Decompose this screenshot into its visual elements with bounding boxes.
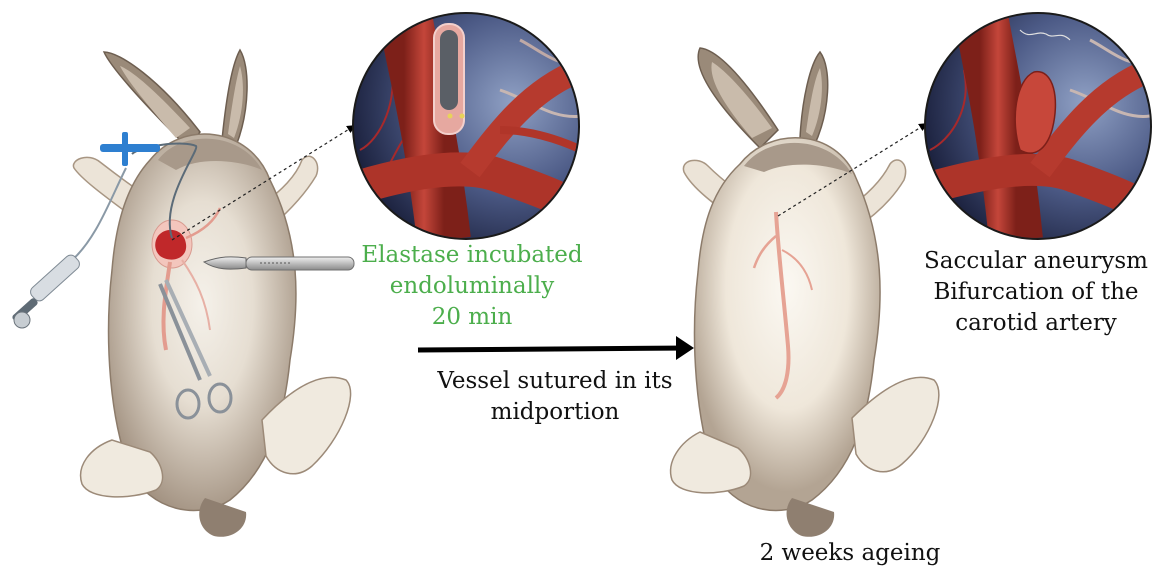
rabbit-illustration-aged <box>671 48 939 537</box>
aneurysm-line-3: carotid artery <box>918 308 1154 339</box>
progress-arrow <box>418 348 690 350</box>
suture-line-2: midportion <box>424 397 686 428</box>
magnified-artery-inset <box>350 10 590 242</box>
aneurysm-line-1: Saccular aneurysm <box>918 246 1154 277</box>
elastase-label: Elastase incubated endoluminally 20 min <box>360 240 584 333</box>
rabbit-illustration <box>73 50 350 537</box>
suture-line-1: Vessel sutured in its <box>424 366 686 397</box>
arrowhead <box>676 336 694 360</box>
aneurysm-label: Saccular aneurysm Bifurcation of the car… <box>918 246 1154 339</box>
elastase-line-3: 20 min <box>360 302 584 333</box>
syringe-icon <box>11 253 82 328</box>
elastase-line-2: endoluminally <box>360 271 584 302</box>
scalpel-icon <box>204 257 354 270</box>
aneurysm-inset <box>922 10 1156 242</box>
ageing-label: 2 weeks ageing <box>740 538 960 569</box>
aneurysm-line-2: Bifurcation of the <box>918 277 1154 308</box>
suture-label: Vessel sutured in its midportion <box>424 366 686 428</box>
elastase-line-1: Elastase incubated <box>360 240 584 271</box>
